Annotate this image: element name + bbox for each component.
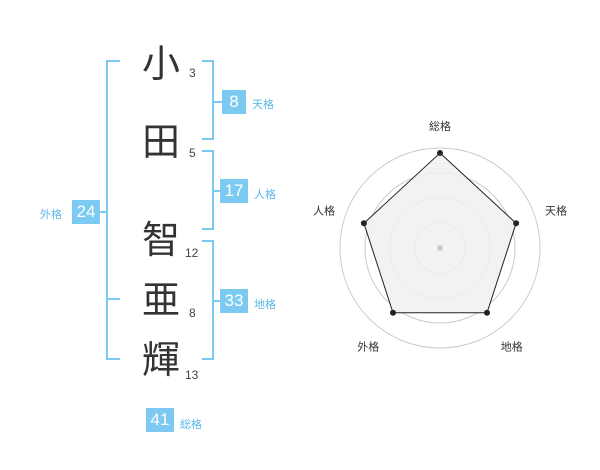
jinkaku-bracket-top [202, 150, 214, 152]
radar-point-3 [484, 309, 491, 316]
radar-center-dot [437, 245, 443, 251]
jinkaku-bracket-bottom [202, 228, 214, 230]
radar-point-2 [513, 220, 520, 227]
radar-point-4 [389, 309, 396, 316]
tenkaku-bracket-vertical [212, 60, 214, 140]
stroke-count-2: 5 [189, 146, 196, 160]
chikaku-bracket-tick [214, 300, 222, 302]
radar-axis-label-4: 外格 [357, 340, 379, 354]
radar-axis-label-1: 総格 [429, 119, 451, 133]
chikaku-bracket-bottom [202, 358, 214, 360]
jinkaku-bracket-tick [214, 190, 222, 192]
radar-ring-4 [339, 147, 541, 349]
chikaku-label: 地格 [254, 298, 276, 311]
chikaku-bracket-top [202, 240, 214, 242]
soukaku-label: 総格 [180, 418, 202, 431]
radar-area [363, 152, 517, 314]
stroke-count-3: 12 [185, 246, 199, 260]
name-char-5: 輝 [142, 338, 181, 382]
name-char-4: 亜 [142, 278, 181, 322]
stroke-count-5: 13 [185, 368, 199, 382]
chikaku-value: 33 [220, 289, 248, 313]
name-char-3: 智 [142, 218, 181, 262]
gaikaku-bracket-tick [96, 211, 106, 213]
gaikaku-value: 24 [72, 200, 100, 224]
radar-axis-label-3: 地格 [501, 340, 523, 354]
gaikaku-bracket-mid [106, 298, 120, 300]
name-char-2: 田 [142, 120, 181, 164]
radar-point-1 [437, 150, 443, 156]
tenkaku-bracket-bottom [202, 138, 214, 140]
stroke-count-4: 8 [189, 306, 196, 320]
tenkaku-value: 8 [222, 90, 246, 114]
tenkaku-bracket-top [202, 60, 214, 62]
jinkaku-bracket-vertical [212, 150, 214, 230]
gaikaku-bracket-top [106, 60, 120, 62]
stroke-count-1: 3 [189, 66, 196, 80]
soukaku-value: 41 [146, 408, 174, 432]
jinkaku-label: 人格 [254, 188, 276, 201]
name-char-1: 小 [142, 42, 181, 86]
radar-axis-label-2: 天格 [545, 203, 567, 217]
radar-point-5 [360, 220, 367, 227]
gaikaku-bracket-bottom [106, 358, 120, 360]
chikaku-bracket-vertical [212, 240, 214, 360]
jinkaku-value: 17 [220, 179, 248, 203]
gaikaku-label: 外格 [40, 208, 62, 221]
tenkaku-bracket-tick [214, 101, 222, 103]
tenkaku-label: 天格 [252, 98, 274, 111]
radar-axis-label-5: 人格 [313, 203, 335, 217]
gaikaku-bracket-vertical [106, 60, 108, 360]
